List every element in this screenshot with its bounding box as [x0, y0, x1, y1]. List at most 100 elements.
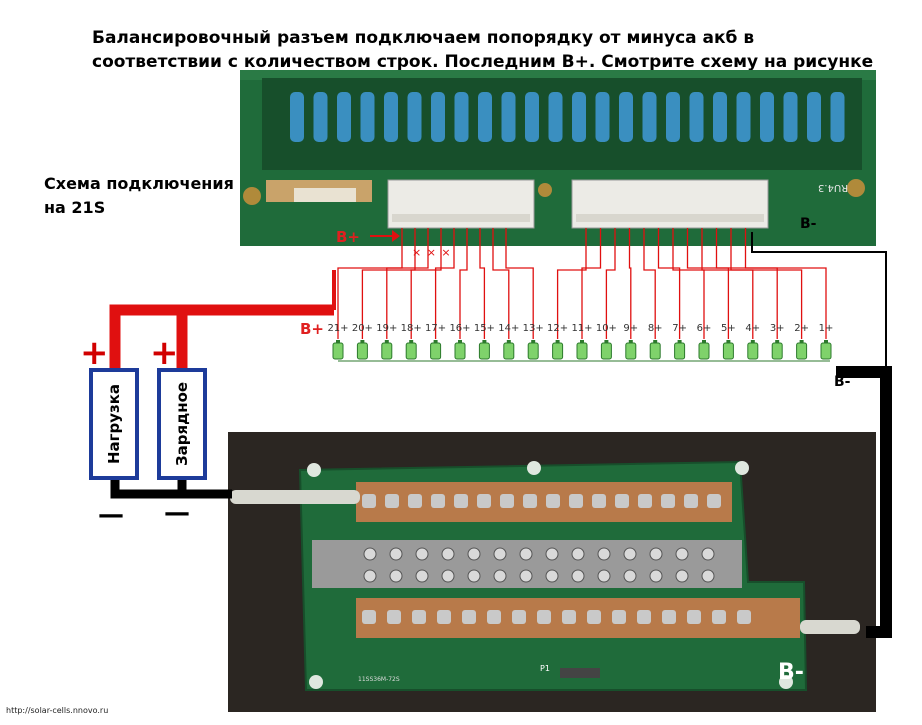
cell-icon — [576, 340, 588, 360]
cell-icon — [747, 340, 759, 360]
cell-number-label: 10+ — [595, 323, 617, 334]
connector-wire — [701, 228, 754, 339]
resistor — [290, 92, 304, 142]
bolt-icon — [441, 547, 455, 561]
bolt-icon — [597, 569, 611, 583]
bolt-icon — [675, 547, 689, 561]
charger-label: Зарядное — [173, 381, 191, 466]
solder-joint — [437, 610, 451, 624]
connector-wire — [643, 228, 656, 339]
solder-joint — [454, 494, 468, 508]
scheme-label: Схема подключения на 21S — [44, 172, 234, 220]
cell-icon — [503, 340, 515, 360]
solder-joint — [587, 610, 601, 624]
load-device — [89, 368, 139, 480]
bolt-icon — [389, 569, 403, 583]
bolt-icon — [363, 547, 377, 561]
cell-number-label: 18+ — [400, 323, 422, 334]
bolt-rows — [362, 494, 751, 624]
connector-wire — [556, 228, 587, 339]
connector-wire — [657, 228, 681, 339]
connector-wire — [730, 228, 803, 339]
resistor — [501, 92, 516, 142]
cell-number-label: 12+ — [547, 323, 569, 334]
resistor — [384, 92, 398, 142]
nc-marks: × × × — [412, 246, 452, 259]
load-plus-sign: + — [80, 333, 109, 373]
cell-number-label: 16+ — [449, 323, 471, 334]
solder-joint — [712, 610, 726, 624]
solder-joint — [477, 494, 491, 508]
cell-icon — [478, 340, 490, 360]
connector-wire — [479, 228, 486, 339]
bolt-icon — [623, 569, 637, 583]
b-minus-bottom-label: B- — [778, 660, 804, 685]
bolt-icon — [649, 569, 663, 583]
bolt-icon — [571, 547, 585, 561]
resistor — [619, 92, 633, 142]
solder-joint — [362, 494, 376, 508]
connector-wire — [386, 228, 429, 339]
screw-icon — [243, 187, 261, 205]
bolt-icon — [545, 547, 559, 561]
resistor — [760, 92, 774, 142]
scheme-label-line-1: Схема подключения — [44, 174, 234, 193]
header-caption: Балансировочный разъем подключаем попоря… — [92, 26, 892, 74]
solder-joint — [387, 610, 401, 624]
cell-icon — [527, 340, 539, 360]
solder-joint — [638, 494, 652, 508]
scheme-label-line-2: на 21S — [44, 198, 106, 217]
load-label: Нагрузка — [105, 383, 123, 465]
resistor — [807, 92, 821, 142]
cell-number-label: 21+ — [327, 323, 349, 334]
p1-label: P1 — [540, 664, 550, 673]
solder-joint — [385, 494, 399, 508]
b-plus-arrow — [370, 230, 400, 242]
bolt-icon — [701, 547, 715, 561]
solder-joint — [546, 494, 560, 508]
solder-joint — [412, 610, 426, 624]
cell-icon — [454, 340, 466, 360]
cell-number-label: 4+ — [745, 323, 761, 334]
solder-joint — [737, 610, 751, 624]
bolt-icon — [623, 547, 637, 561]
cell-icon — [332, 340, 344, 360]
connector-wire — [686, 228, 730, 339]
cell-number-label: 14+ — [498, 323, 520, 334]
cell-number-label: 2+ — [794, 323, 809, 334]
bolt-icon — [519, 547, 533, 561]
cell-number-label: 13+ — [522, 323, 544, 334]
solder-joint — [462, 610, 476, 624]
cell-number-label: 19+ — [376, 323, 398, 334]
bolt-icon — [493, 547, 507, 561]
cell-icon — [625, 340, 637, 360]
resistor — [642, 92, 657, 142]
resistor — [830, 92, 845, 142]
resistor — [572, 92, 586, 142]
bolt-icon — [597, 547, 611, 561]
cell-number-label: 9+ — [623, 323, 639, 334]
resistor — [666, 92, 680, 142]
connector-wire — [744, 228, 827, 339]
solder-joint — [592, 494, 606, 508]
resistor — [783, 92, 798, 142]
cell-number-label: 1+ — [818, 323, 834, 334]
resistor — [337, 92, 351, 142]
cell-icon — [552, 340, 564, 360]
cell-number-label: 6+ — [696, 323, 712, 334]
solder-joint — [562, 610, 576, 624]
cell-number-label: 5+ — [721, 323, 736, 334]
cell-icon — [796, 340, 808, 360]
connector-wire — [672, 228, 705, 339]
cell-icon — [771, 340, 783, 360]
cell-number-label: 11+ — [571, 323, 593, 334]
b-minus-mid-label: B- — [834, 374, 851, 390]
cell-icon — [430, 340, 442, 360]
cell-icon — [674, 340, 686, 360]
resistor — [407, 92, 422, 142]
red-power-wires — [109, 270, 336, 370]
cell-icon — [722, 340, 734, 360]
header-line-1: Балансировочный разъем подключаем попоря… — [92, 28, 755, 48]
resistor — [736, 92, 751, 142]
cable-left — [230, 490, 360, 504]
